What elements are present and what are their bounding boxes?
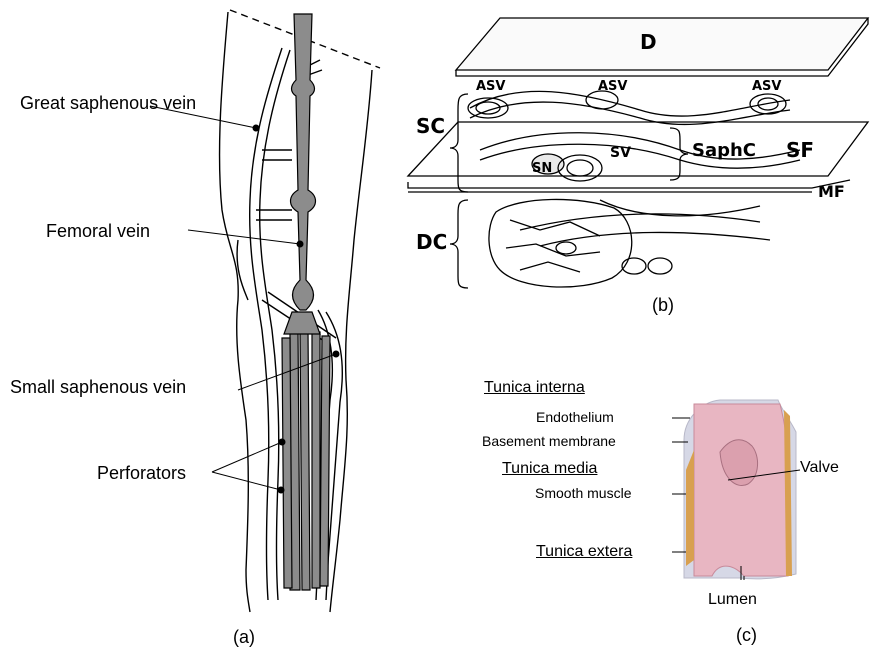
- plate-mf: [408, 180, 850, 188]
- label-saphc: SaphC: [692, 142, 756, 160]
- label-perforators: Perforators: [97, 464, 186, 482]
- label-smooth-muscle: Smooth muscle: [535, 486, 631, 500]
- label-basement-membrane: Basement membrane: [482, 434, 616, 448]
- brace-dc: [450, 200, 468, 288]
- branch-1: [262, 150, 292, 160]
- label-great-saphenous-vein: Great saphenous vein: [20, 94, 196, 112]
- label-tunica-media: Tunica media: [502, 461, 597, 477]
- branch-2: [256, 210, 292, 220]
- label-dc: DC: [416, 232, 447, 252]
- label-asv-2: ASV: [598, 80, 628, 93]
- caption-a: (a): [233, 628, 255, 646]
- label-tunica-interna: Tunica interna: [484, 380, 585, 396]
- caption-b: (b): [652, 296, 674, 314]
- label-tunica-extera: Tunica extera: [536, 544, 632, 560]
- label-small-saphenous-vein: Small saphenous vein: [10, 378, 186, 396]
- label-d: D: [640, 32, 657, 52]
- label-sc: SC: [416, 116, 445, 136]
- label-sv: SV: [610, 146, 631, 160]
- label-femoral-vein: Femoral vein: [46, 222, 150, 240]
- vein-wall-drawing: [684, 400, 796, 580]
- label-endothelium: Endothelium: [536, 410, 614, 424]
- plate-d: [456, 18, 868, 70]
- label-asv-3: ASV: [752, 80, 782, 93]
- caption-c: (c): [736, 626, 757, 644]
- label-mf: MF: [818, 184, 845, 200]
- stripe-left: [686, 450, 694, 566]
- pink-lumen: [694, 404, 788, 576]
- leg-outline-left: [220, 12, 250, 612]
- leg-outline-right: [330, 70, 372, 612]
- label-sn: SN: [532, 162, 552, 175]
- label-sf: SF: [786, 140, 814, 160]
- label-lumen: Lumen: [708, 592, 757, 608]
- label-valve: Valve: [800, 460, 839, 476]
- label-asv-1: ASV: [476, 80, 506, 93]
- asv-vessel-1: [468, 98, 508, 118]
- deep-leg-veins: [282, 312, 330, 590]
- femoral-vein-shape: [291, 14, 316, 310]
